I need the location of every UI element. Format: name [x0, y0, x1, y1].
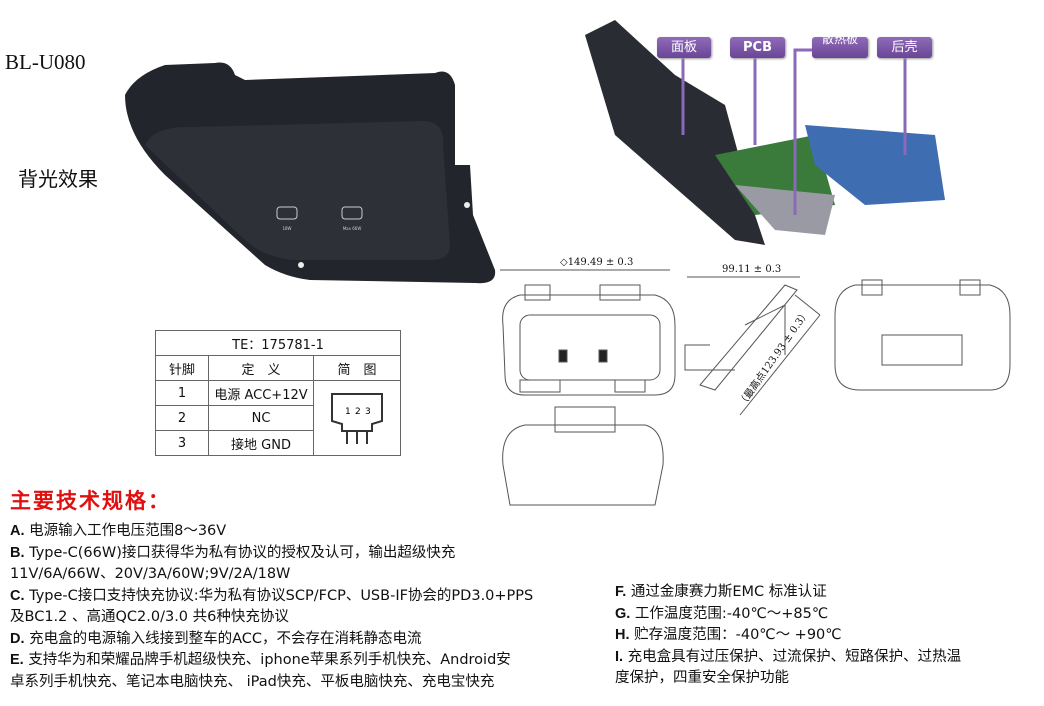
- label-rear-shell: 后壳: [877, 37, 932, 58]
- pin-label: 1: [345, 407, 351, 417]
- dimension-depth: 99.11 ± 0.3: [722, 264, 782, 275]
- spec-line: 度保护，四重安全保护功能: [615, 670, 789, 686]
- pin-label: 2: [355, 407, 361, 417]
- connector-model: TE：175781-1: [155, 330, 401, 356]
- connector-diagram: 1 2 3: [313, 380, 401, 456]
- spec-line: D. 充电盒的电源输入线接到整车的ACC，不会存在消耗静态电流: [10, 630, 422, 647]
- connector-icon: 1 2 3: [331, 393, 383, 444]
- spec-line: B. Type-C(66W)接口获得华为私有协议的授权及认可，输出超级快充: [10, 544, 456, 561]
- pin-definition: 接地 GND: [208, 430, 314, 456]
- port-label: 18W: [282, 226, 291, 231]
- pin-number: 1: [155, 380, 209, 406]
- spec-line: C. Type-C接口支持快充协议:华为私有协议SCP/FCP、USB-IF协会…: [10, 587, 534, 604]
- spec-line: G. 工作温度范围:-40℃～+85℃: [615, 605, 829, 622]
- model-name: BL-U080: [5, 50, 86, 74]
- spec-line: F. 通过金康赛力斯EMC 标准认证: [615, 584, 827, 600]
- header-pin: 针脚: [155, 355, 209, 381]
- spec-line: A. 电源输入工作电压范围8～36V: [10, 523, 227, 539]
- label-heatsink: 散热板: [821, 32, 858, 46]
- label-heatsink-box: [812, 37, 868, 58]
- dimension-width: ◇149.49 ± 0.3: [560, 257, 634, 268]
- specs-title: 主要技术规格：: [10, 488, 171, 513]
- spec-line: 11V/6A/66W、20V/3A/60W;9V/2A/18W: [10, 566, 291, 582]
- spec-line: 卓系列手机快充、笔记本电脑快充、 iPad快充、平板电脑快充、充电宝快充: [10, 673, 495, 690]
- pin-definition: NC: [208, 405, 314, 431]
- backlight-caption: 背光效果: [18, 167, 98, 191]
- pin-number: 2: [155, 405, 209, 431]
- specs-right: F. 通过金康赛力斯EMC 标准认证 G. 工作温度范围:-40℃～+85℃ H…: [615, 582, 961, 690]
- technical-drawings: [500, 269, 1011, 506]
- spec-line: E. 支持华为和荣耀品牌手机超级快充、iphone苹果系列手机快充、Androi…: [10, 652, 511, 668]
- pin-label: 3: [365, 407, 371, 417]
- specs-left: 主要技术规格： A. 电源输入工作电压范围8～36V B. Type-C(66W…: [10, 485, 533, 693]
- pin-number: 3: [155, 430, 209, 456]
- label-panel: 面板: [657, 37, 711, 58]
- header-diagram: 简 图: [313, 355, 401, 381]
- spec-line: 及BC1.2 、高通QC2.0/3.0 共6种快充协议: [10, 609, 289, 625]
- label-pcb: PCB: [730, 37, 785, 58]
- port-label: Max 66W: [343, 226, 362, 231]
- pin-definition: 电源 ACC+12V: [208, 380, 314, 406]
- product-photo: 18W Max 66W: [125, 62, 496, 284]
- spec-line: I. 充电盒具有过压保护、过流保护、短路保护、过热温: [615, 648, 962, 665]
- exploded-view: [585, 20, 945, 245]
- header-definition: 定 义: [208, 355, 314, 381]
- spec-line: H. 贮存温度范围：-40℃～ +90℃: [615, 627, 842, 643]
